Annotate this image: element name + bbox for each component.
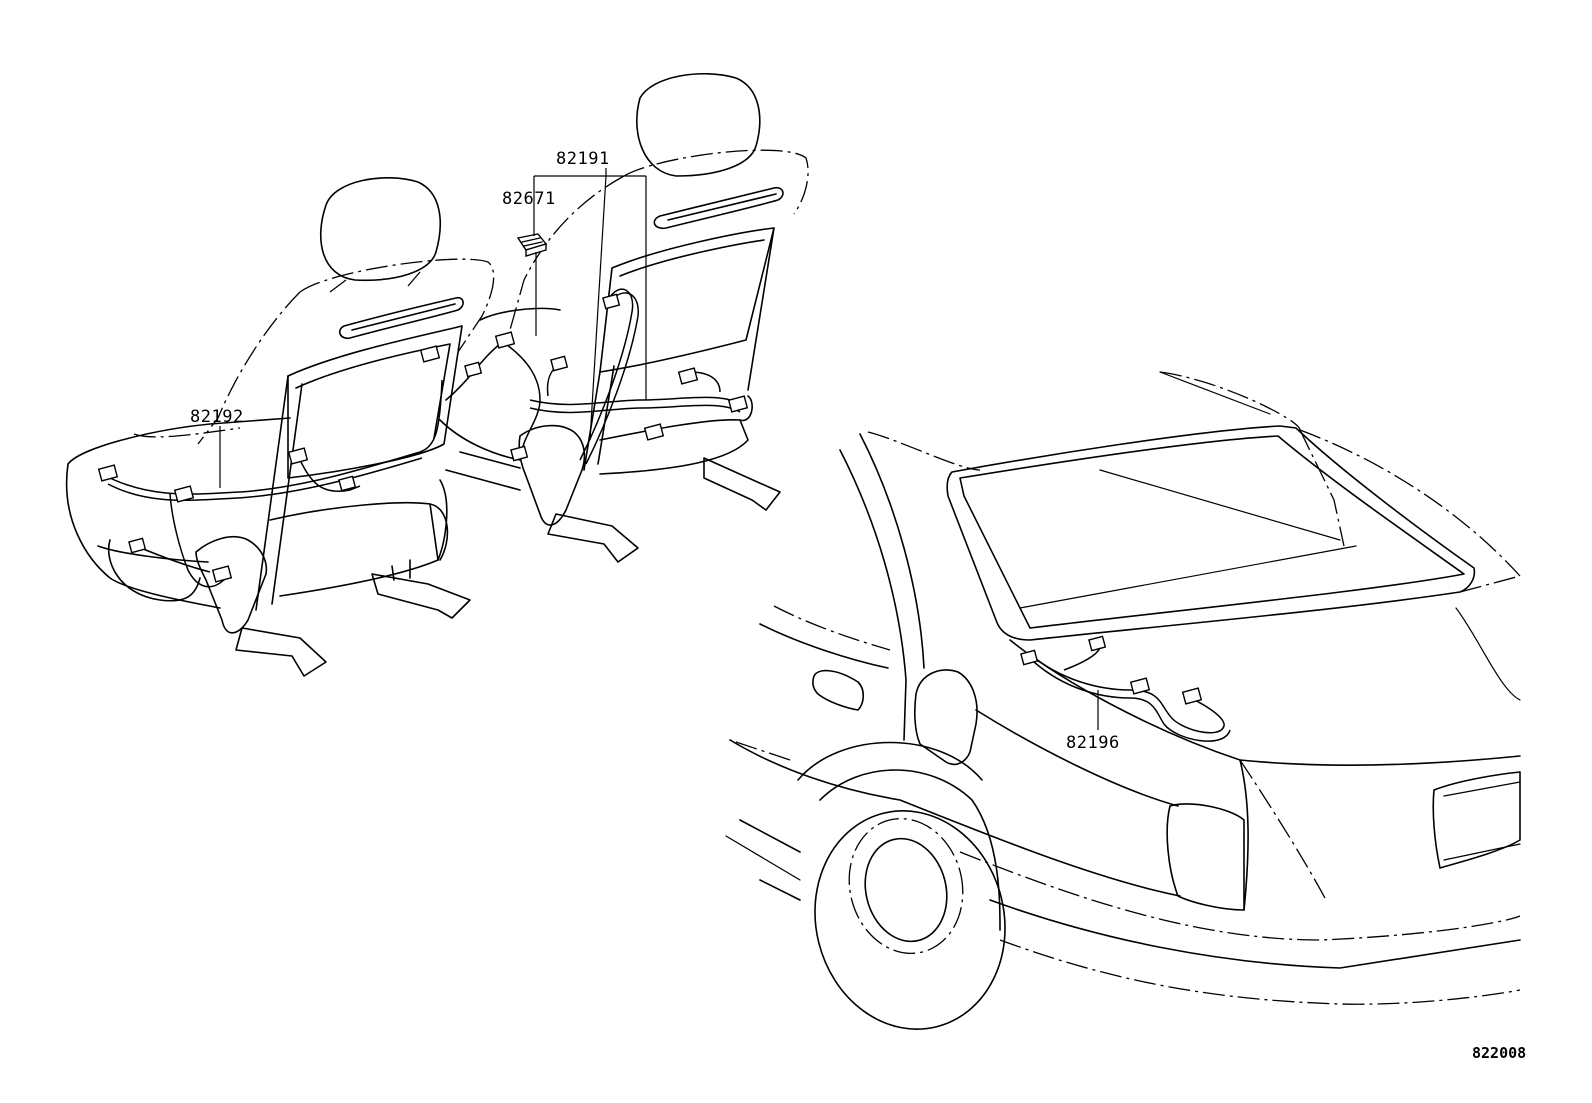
label-82191-group: 82191 bbox=[533, 149, 647, 441]
vehicle-rear-illustration bbox=[725, 371, 1521, 1030]
label-82671-group: 82671 bbox=[502, 189, 556, 336]
part-number-82196: 82196 bbox=[1066, 733, 1120, 753]
diagram-reference-code: 822008 bbox=[1472, 1044, 1526, 1062]
right-seat-illustration bbox=[439, 72, 809, 563]
label-82196-group: 82196 bbox=[1066, 690, 1120, 753]
clip-82671-part bbox=[516, 233, 548, 257]
part-number-82671: 82671 bbox=[502, 189, 556, 209]
part-number-82191: 82191 bbox=[556, 149, 610, 169]
part-number-82192: 82192 bbox=[190, 407, 244, 427]
label-82192-group: 82192 bbox=[190, 407, 244, 488]
left-seat-illustration bbox=[65, 177, 495, 677]
